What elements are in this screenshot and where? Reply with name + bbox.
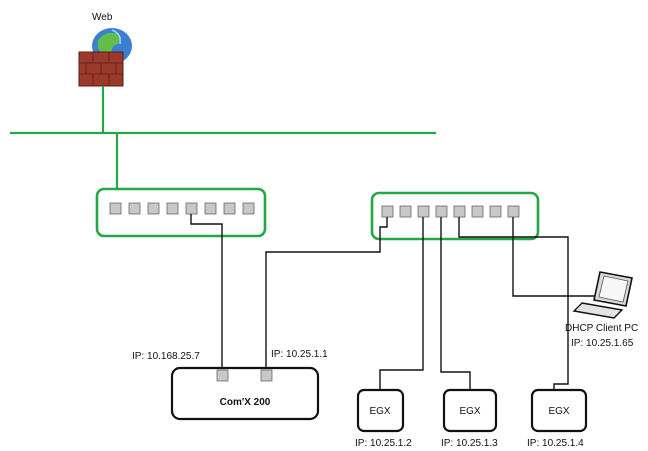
comx-port-left bbox=[216, 369, 229, 382]
switch-1-ports bbox=[109, 202, 255, 215]
cable-to-egx-1 bbox=[379, 217, 424, 394]
egx-2-ip: IP: 10.25.1.3 bbox=[441, 438, 498, 449]
cable-switch2-to-comx bbox=[265, 217, 388, 372]
switch-port bbox=[147, 202, 160, 215]
egx-2-name: EGX bbox=[459, 406, 480, 417]
switch-port bbox=[471, 205, 484, 218]
egx-3-name: EGX bbox=[548, 406, 569, 417]
comx-200-gateway bbox=[170, 366, 320, 421]
comx-port-right bbox=[260, 369, 273, 382]
cable-to-egx-3 bbox=[458, 217, 569, 394]
egx-3-ip: IP: 10.25.1.4 bbox=[527, 438, 584, 449]
switch-2-ports bbox=[381, 205, 520, 218]
switch-port bbox=[223, 202, 236, 215]
switch-port bbox=[435, 205, 448, 218]
laptop-icon bbox=[572, 271, 633, 319]
egx-device-3 bbox=[530, 388, 588, 433]
cables bbox=[190, 214, 596, 394]
switch-port bbox=[507, 205, 520, 218]
egx-1-name: EGX bbox=[369, 406, 390, 417]
web-label: Web bbox=[92, 12, 113, 23]
switch-port bbox=[185, 202, 198, 215]
client-ip: IP: 10.25.1.65 bbox=[571, 338, 634, 349]
cable-to-egx-2 bbox=[440, 217, 471, 394]
switch-port bbox=[381, 205, 394, 218]
switch-port bbox=[242, 202, 255, 215]
switch-port bbox=[417, 205, 430, 218]
switch-port bbox=[453, 205, 466, 218]
cable-switch1-to-comx bbox=[190, 214, 223, 372]
comx-right-ip: IP: 10.25.1.1 bbox=[271, 349, 328, 360]
network-switch-1 bbox=[95, 187, 267, 238]
egx-1-ip: IP: 10.25.1.2 bbox=[355, 438, 412, 449]
switch-port bbox=[166, 202, 179, 215]
client-name: DHCP Client PC bbox=[565, 323, 638, 334]
egx-device-1 bbox=[356, 388, 405, 433]
cable-to-client bbox=[512, 217, 596, 297]
switch-port bbox=[204, 202, 217, 215]
egx-device-2 bbox=[442, 388, 498, 433]
switch-port bbox=[128, 202, 141, 215]
web-firewall-globe-icon bbox=[78, 28, 132, 87]
comx-left-ip: IP: 10.168.25.7 bbox=[132, 351, 200, 362]
switch-port bbox=[399, 205, 412, 218]
comx-name: Com'X 200 bbox=[220, 397, 271, 408]
switch-port bbox=[109, 202, 122, 215]
switch-port bbox=[489, 205, 502, 218]
